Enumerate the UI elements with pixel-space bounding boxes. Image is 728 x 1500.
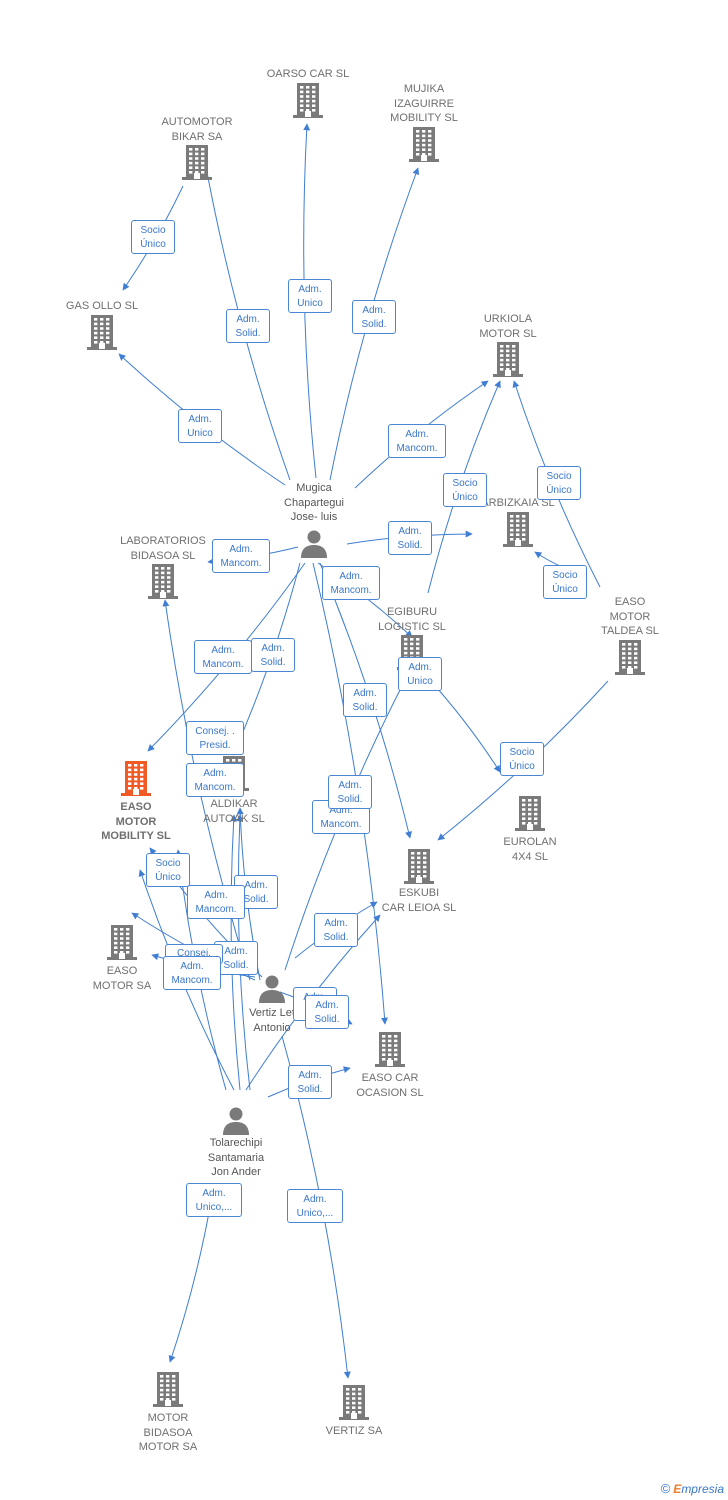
relation-label[interactable]: Adm. Unico,... xyxy=(186,1183,242,1217)
person-icon xyxy=(221,1105,251,1140)
relation-label[interactable]: Adm. Solid. xyxy=(234,875,278,909)
relation-label[interactable]: Socio Único xyxy=(131,220,175,254)
relation-label[interactable]: Adm. Solid. xyxy=(251,638,295,672)
footer-brand: ©Empresia xyxy=(661,1481,724,1496)
edge-line xyxy=(429,679,501,773)
building-icon xyxy=(148,563,178,604)
relation-label[interactable]: Adm. Mancom. xyxy=(194,640,252,674)
relation-label[interactable]: Adm. Solid. xyxy=(226,309,270,343)
company-name: VERTIZ SA xyxy=(325,1425,383,1437)
building-icon xyxy=(339,1384,369,1425)
person-name: Tolarechipi Santamaria Jon Ander xyxy=(207,1137,265,1178)
company-name: ARBIZKAIA SL xyxy=(481,497,555,509)
relation-label[interactable]: Consej. . Presid. xyxy=(186,721,244,755)
relation-label[interactable]: Socio Único xyxy=(537,466,581,500)
relation-label[interactable]: Socio Único xyxy=(500,742,544,776)
relation-label[interactable]: Socio Único xyxy=(146,853,190,887)
building-icon xyxy=(375,1031,405,1072)
relation-label[interactable]: Adm. Mancom. xyxy=(187,885,245,919)
relation-label[interactable]: Adm. Mancom. xyxy=(212,539,270,573)
relation-label[interactable]: Adm. Mancom. xyxy=(186,763,244,797)
company-name: EUROLAN 4X4 SL xyxy=(503,836,557,863)
brand-name: mpresia xyxy=(681,1482,724,1496)
building-icon xyxy=(87,314,117,355)
person-icon xyxy=(257,973,287,1008)
relation-label[interactable]: Socio Único xyxy=(443,473,487,507)
copyright-icon: © xyxy=(660,1481,671,1496)
relation-label[interactable]: Adm. Solid. xyxy=(352,300,396,334)
building-icon xyxy=(293,82,323,123)
person-name: Vertiz Let Antonio xyxy=(249,1007,295,1034)
relation-label[interactable]: Adm. Mancom. xyxy=(163,956,221,990)
relation-label[interactable]: Socio Único xyxy=(543,565,587,599)
relation-label[interactable]: Adm. Solid. xyxy=(288,1065,332,1099)
relation-label[interactable]: Adm. Mancom. xyxy=(322,566,380,600)
building-icon xyxy=(503,511,533,552)
person-icon xyxy=(299,528,329,563)
company-name: MOTOR BIDASOA MOTOR SA xyxy=(138,1412,198,1453)
company-name: GAS OLLO SL xyxy=(65,300,139,312)
company-name: EASO MOTOR SA xyxy=(92,965,152,992)
relation-label[interactable]: Adm. Solid. xyxy=(314,913,358,947)
company-name: EGIBURU LOGISTIC SL xyxy=(378,606,446,633)
company-name: ALDIKAR AUTOAK SL xyxy=(203,798,265,825)
building-icon xyxy=(107,924,137,965)
brand-initial: E xyxy=(673,1482,682,1496)
person-name: Mugica Chapartegui Jose- luis xyxy=(284,482,344,523)
relation-label[interactable]: Adm. Solid. xyxy=(305,995,349,1029)
relation-label[interactable]: Adm. Solid. xyxy=(388,521,432,555)
relation-label[interactable]: Adm. Solid. xyxy=(343,683,387,717)
company-name: MUJIKA IZAGUIRRE MOBILITY SL xyxy=(390,83,458,124)
relation-label[interactable]: Adm. Unico xyxy=(288,279,332,313)
company-name: EASO MOTOR MOBILITY SL xyxy=(101,801,171,842)
company-name: AUTOMOTOR BIKAR SA xyxy=(161,116,233,143)
company-name: ESKUBI CAR LEIOA SL xyxy=(381,887,457,914)
company-name: OARSO CAR SL xyxy=(266,68,350,80)
relation-label[interactable]: Adm. Unico,... xyxy=(287,1189,343,1223)
building-icon xyxy=(409,126,439,167)
relation-label[interactable]: Adm. Mancom. xyxy=(388,424,446,458)
building-icon xyxy=(121,760,151,801)
company-name: URKIOLA MOTOR SL xyxy=(479,313,537,340)
company-name: EASO MOTOR TALDEA SL xyxy=(601,596,659,637)
building-icon xyxy=(515,795,545,836)
building-icon xyxy=(493,341,523,382)
relation-label[interactable]: Adm. Unico xyxy=(178,409,222,443)
building-icon xyxy=(404,848,434,889)
building-icon xyxy=(182,144,212,185)
relation-label[interactable]: Adm. Solid. xyxy=(328,775,372,809)
building-icon xyxy=(153,1371,183,1412)
building-icon xyxy=(615,639,645,680)
relation-label[interactable]: Adm. Unico xyxy=(398,657,442,691)
company-name: LABORATORIOS BIDASOA SL xyxy=(120,535,206,562)
company-name: EASO CAR OCASION SL xyxy=(356,1072,424,1099)
